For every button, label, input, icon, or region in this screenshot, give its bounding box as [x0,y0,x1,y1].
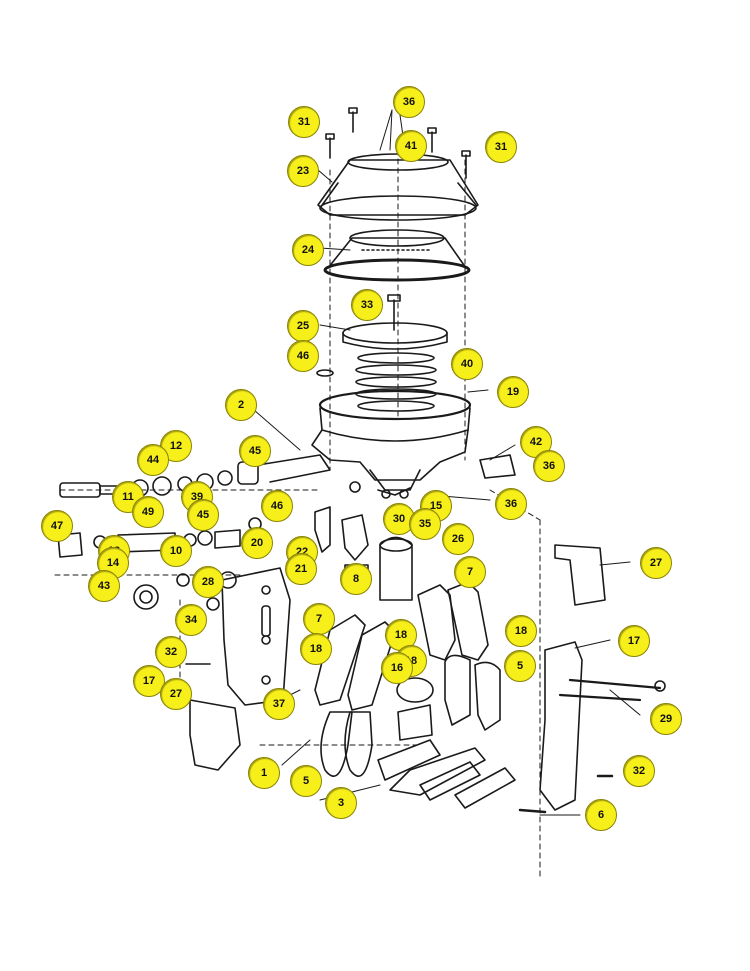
part-callout: 20 [241,527,273,559]
part-callout: 40 [451,348,483,380]
part-callout: 3 [325,787,357,819]
part-callout: 28 [192,566,224,598]
part-callout: 23 [287,155,319,187]
part-callout: 16 [381,652,413,684]
part-callout: 19 [497,376,529,408]
part-callout: 11 [112,481,144,513]
center-linkage [314,481,413,601]
part-callout: 24 [292,234,324,266]
left-small-bracket [185,663,241,771]
part-callout: 18 [505,615,537,647]
right-brackets [479,454,666,814]
part-callout: 44 [137,444,169,476]
part-callout: 26 [442,523,474,555]
o-ring [316,369,334,377]
part-callout: 8 [340,563,372,595]
bolts-top [325,107,471,179]
left-bracket [221,567,291,706]
part-callout: 2 [225,389,257,421]
part-callout: 21 [285,553,317,585]
part-callout: 34 [175,604,207,636]
levers [314,581,501,741]
part-callout: 29 [650,703,682,735]
lower-housing [311,389,472,491]
part-callout: 41 [395,130,427,162]
part-callout: 1 [248,757,280,789]
part-callout: 27 [640,547,672,579]
part-callout: 33 [351,289,383,321]
part-callout: 43 [88,570,120,602]
part-callout: 31 [485,131,517,163]
diaphragm-plate [342,294,448,350]
part-callout: 6 [585,799,617,831]
part-callout: 36 [533,450,565,482]
part-callout: 45 [239,435,271,467]
part-callout: 5 [504,650,536,682]
part-callout: 46 [287,340,319,372]
part-callout: 17 [618,625,650,657]
part-callout: 7 [454,556,486,588]
inlet-fittings [57,454,331,611]
part-callout: 31 [288,106,320,138]
part-callout: 35 [409,508,441,540]
lower-cams [320,711,516,809]
part-callout: 36 [495,488,527,520]
part-callout: 27 [160,678,192,710]
diaphragm [323,229,471,282]
part-callout: 32 [623,755,655,787]
spring [355,352,437,412]
part-callout: 45 [187,499,219,531]
part-callout: 25 [287,310,319,342]
part-callout: 37 [263,688,295,720]
part-callout: 5 [290,765,322,797]
part-callout: 32 [155,636,187,668]
part-callout: 46 [261,490,293,522]
part-callout: 10 [160,535,192,567]
part-callout: 7 [303,603,335,635]
part-callout: 18 [300,633,332,665]
part-callout: 49 [132,496,164,528]
part-callout: 36 [393,86,425,118]
part-callout: 47 [41,510,73,542]
